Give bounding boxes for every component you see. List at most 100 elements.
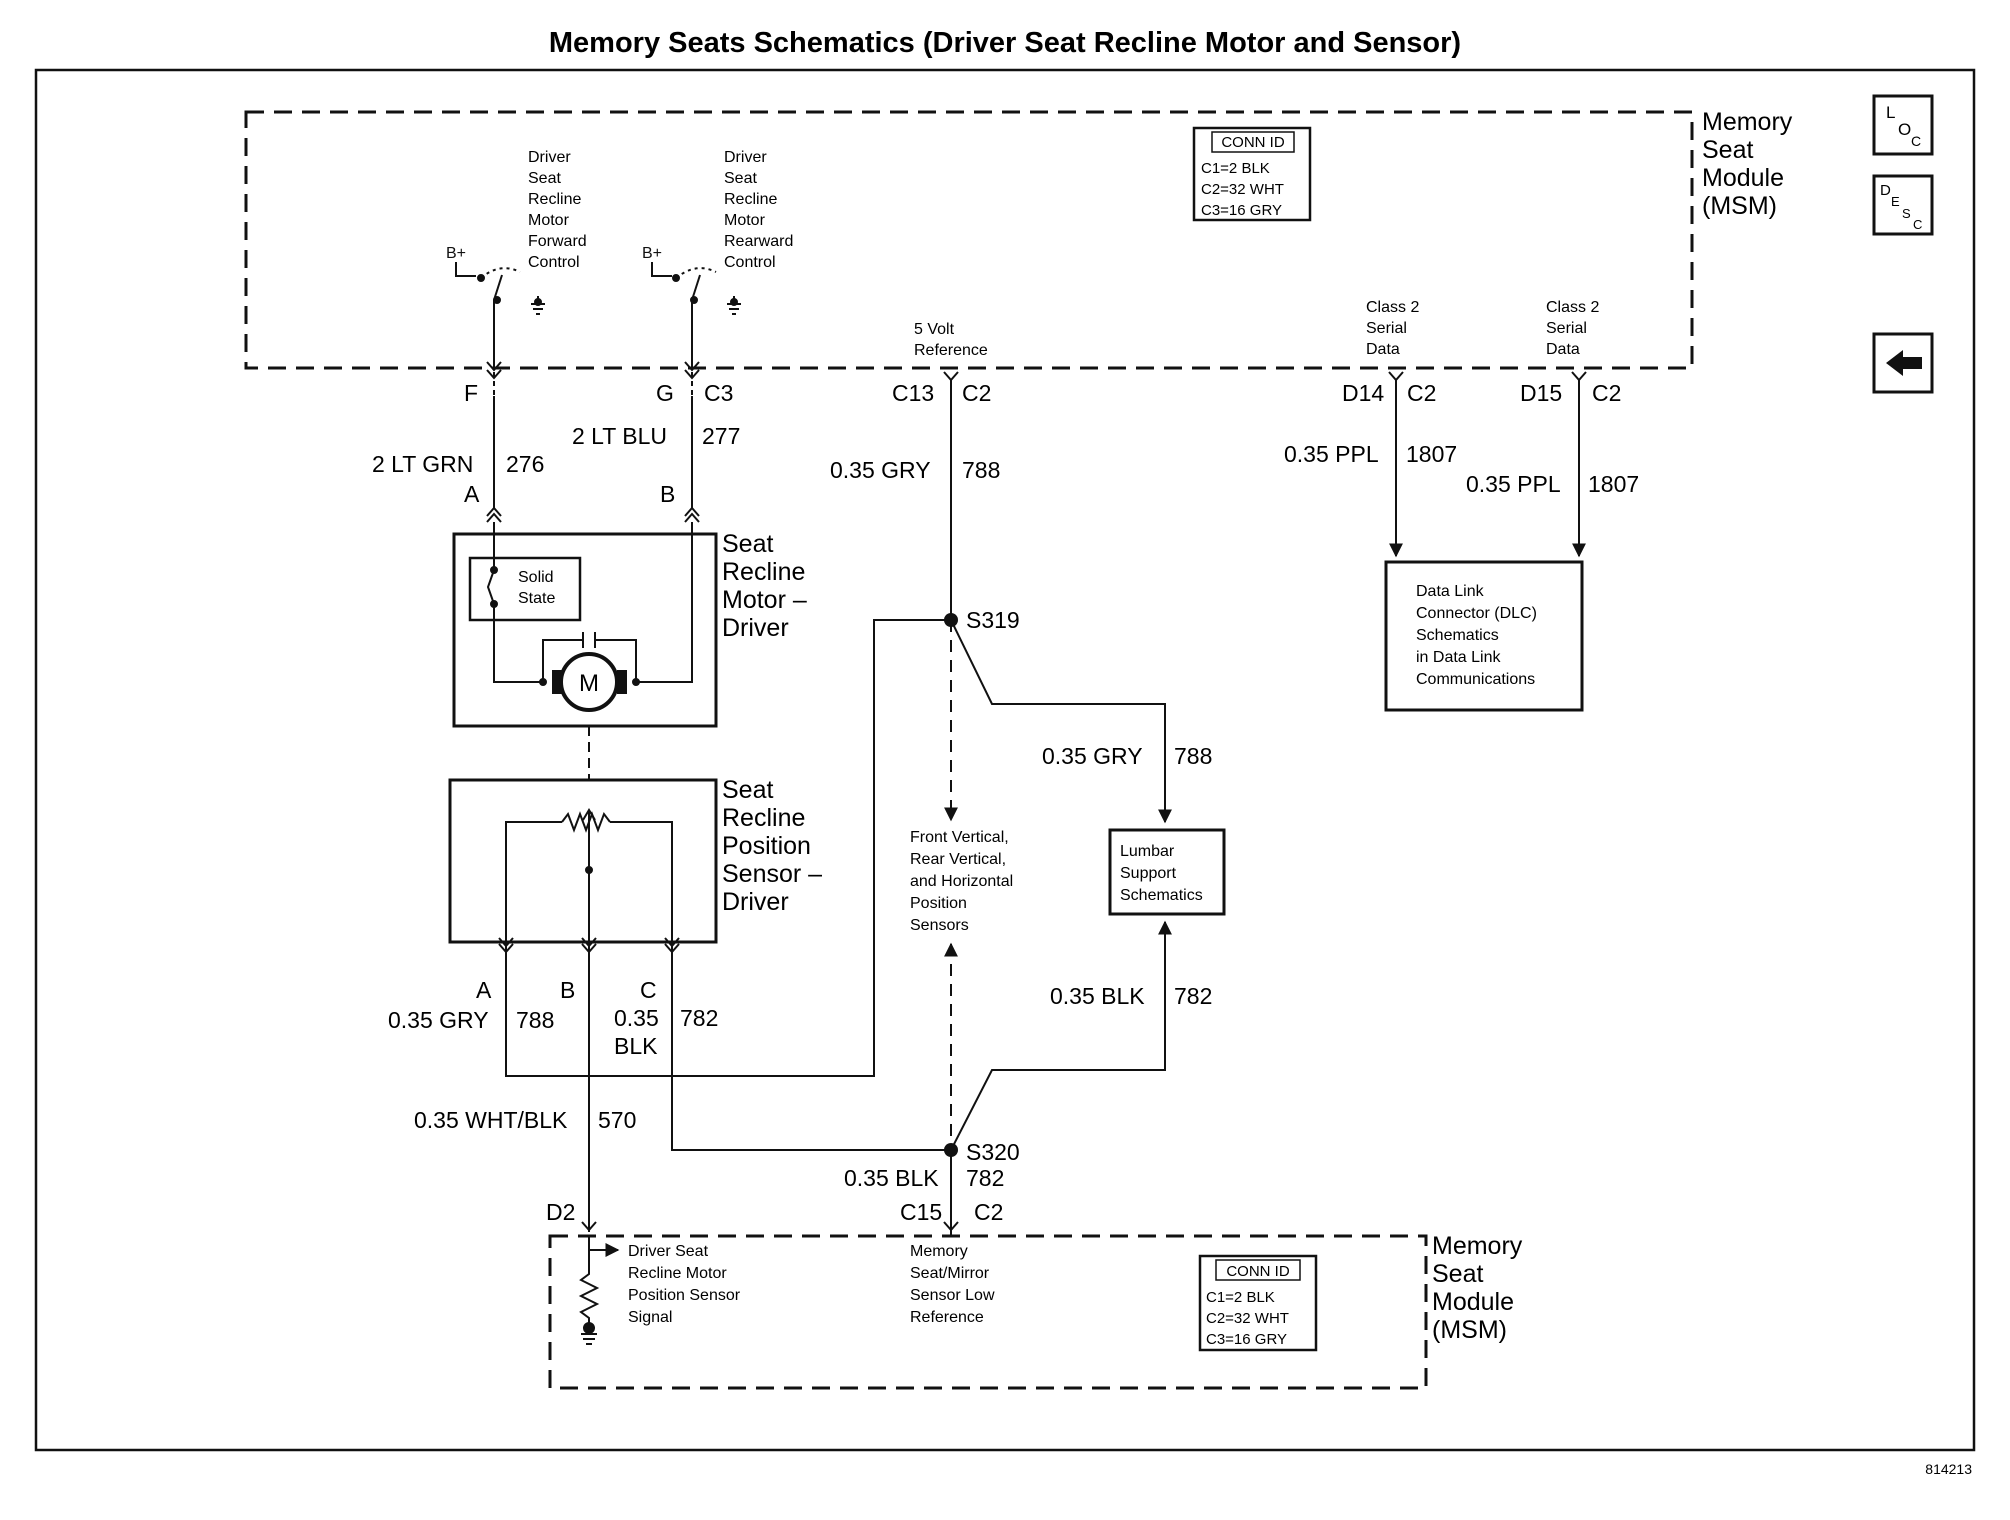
splice-s319: S319	[944, 607, 1020, 633]
pin-c2-bottom: C2	[974, 1199, 1003, 1225]
wire-1807-color-2: 0.35 PPL	[1466, 471, 1561, 497]
seat-recline-motor: Solid State M	[452, 532, 718, 728]
msm-bottom-internal	[578, 1230, 952, 1345]
pin-labels: F G C3 C13 C2 D14 C2 D15 C2 A B A B C D2…	[464, 380, 1621, 1225]
wire-277-color: 2 LT BLU	[572, 423, 667, 449]
rearward-control-label: Driver Seat Recline Motor Rearward Contr…	[724, 149, 798, 271]
svg-text:S319: S319	[966, 607, 1020, 633]
class2-serial-data-label-1: Class 2 Serial Data	[1366, 299, 1424, 358]
wire-1807-circuit-1: 1807	[1406, 441, 1457, 467]
svg-text:C2=32 WHT: C2=32 WHT	[1201, 181, 1284, 198]
wire-276-circuit: 276	[506, 451, 544, 477]
desc-letter-c: C	[1913, 217, 1922, 232]
wire-782-lumbar-circuit: 782	[1174, 983, 1212, 1009]
motor-symbol-icon	[559, 652, 619, 712]
seat-recline-sensor-label: Seat Recline Position Sensor – Driver	[722, 776, 829, 916]
wire-277-circuit: 277	[702, 423, 740, 449]
msm-top-conn-id: CONN ID C1=2 BLK C2=32 WHT C3=16 GRY	[1192, 126, 1312, 222]
pin-c15: C15	[900, 1199, 942, 1225]
back-button[interactable]	[1872, 332, 1934, 394]
class2-serial-data-label-2: Class 2 Serial Data	[1546, 299, 1604, 358]
wire-788-circuit: 788	[962, 457, 1000, 483]
loc-button[interactable]: L O C	[1872, 94, 1934, 156]
pin-c2-d15: C2	[1592, 380, 1621, 406]
pin-c13: C13	[892, 380, 934, 406]
sensor-signal-label: Driver Seat Recline Motor Position Senso…	[628, 1243, 745, 1326]
wire-788-lumbar-circuit: 788	[1174, 743, 1212, 769]
wire-labels: 2 LT GRN 276 2 LT BLU 277 0.35 GRY 788 0…	[372, 423, 1639, 1191]
wire-788-lumbar-color: 0.35 GRY	[1042, 743, 1143, 769]
loc-letter-l: L	[1886, 103, 1895, 122]
pin-f: F	[464, 380, 478, 406]
diagram-title: Memory Seats Schematics (Driver Seat Rec…	[549, 27, 1461, 59]
desc-button[interactable]: D E S C	[1872, 174, 1934, 236]
svg-text:C2=32 WHT: C2=32 WHT	[1206, 1310, 1289, 1327]
desc-letter-e: E	[1891, 194, 1900, 209]
pin-motor-b: B	[660, 481, 675, 507]
svg-text:Lumbar Support Sch: Lumbar Support Schematics	[1120, 843, 1203, 904]
msm-bottom-name: Memory Seat Module (MSM)	[1432, 1232, 1529, 1344]
seat-recline-position-sensor	[448, 778, 718, 944]
five-volt-reference-label: 5 Volt Reference	[914, 321, 988, 359]
pin-d15: D15	[1520, 380, 1562, 406]
pin-c2-d14: C2	[1407, 380, 1436, 406]
svg-text:CONN ID: CONN ID	[1221, 134, 1285, 151]
pin-sensor-c: C	[640, 977, 657, 1003]
wire-276-color: 2 LT GRN	[372, 451, 473, 477]
svg-text:S320: S320	[966, 1139, 1020, 1165]
wire-782-bottom-circuit: 782	[966, 1165, 1004, 1191]
position-sensors-reference[interactable]: Front Vertical, Rear Vertical, and Horiz…	[910, 829, 1018, 934]
motor-m-label: M	[579, 670, 599, 697]
wire-570-circuit: 570	[598, 1107, 636, 1133]
figure-id: 814213	[1925, 1461, 1972, 1477]
wire-782-lumbar-color: 0.35 BLK	[1050, 983, 1145, 1009]
wiring	[486, 361, 1587, 1232]
solid-state-box	[468, 556, 582, 622]
wire-782-bottom-color: 0.35 BLK	[844, 1165, 939, 1191]
wire-1807-color-1: 0.35 PPL	[1284, 441, 1379, 467]
loc-letter-o: O	[1898, 120, 1911, 139]
sensor-low-reference-label: Memory Seat/Mirror Sensor Low Reference	[910, 1243, 999, 1326]
pin-motor-a: A	[464, 481, 480, 507]
svg-text:Data Link Connector (DLC: Data Link Connector (DLC) Schematics in …	[1416, 583, 1541, 688]
svg-text:C3=16 GRY: C3=16 GRY	[1201, 202, 1282, 219]
pin-d14: D14	[1342, 380, 1384, 406]
lumbar-support-reference[interactable]: Lumbar Support Schematics	[1108, 828, 1226, 916]
loc-letter-c: C	[1911, 133, 1921, 149]
msm-top-name: Memory Seat Module (MSM)	[1702, 108, 1799, 220]
desc-letter-d: D	[1880, 182, 1891, 199]
wire-1807-circuit-2: 1807	[1588, 471, 1639, 497]
msm-bottom-conn-id: CONN ID C1=2 BLK C2=32 WHT C3=16 GRY	[1198, 1254, 1318, 1352]
svg-text:C1=2 BLK: C1=2 BLK	[1201, 160, 1270, 177]
pin-sensor-a: A	[476, 977, 492, 1003]
wire-788-color: 0.35 GRY	[830, 457, 931, 483]
svg-text:C3=16 GRY: C3=16 GRY	[1206, 1331, 1287, 1348]
desc-letter-s: S	[1902, 206, 1911, 221]
seat-recline-motor-label: Seat Recline Motor – Driver	[722, 530, 814, 642]
bplus-label-rearward: B+	[642, 245, 662, 262]
sensor-a-wire-color: 0.35 GRY	[388, 1007, 489, 1033]
sensor-c-wire-circuit: 782	[680, 1005, 718, 1031]
forward-control-relay: B+	[446, 245, 545, 368]
pin-sensor-b: B	[560, 977, 575, 1003]
solid-state-label: Solid State	[518, 569, 558, 607]
sensor-c-wire-color-2: BLK	[614, 1033, 658, 1059]
pin-d2: D2	[546, 1199, 575, 1225]
outer-frame	[34, 68, 1976, 1452]
rearward-control-relay: B+	[642, 245, 741, 368]
sensor-c-wire-color-1: 0.35	[614, 1005, 659, 1031]
pin-c3: C3	[704, 380, 733, 406]
splice-s320: S320	[944, 1139, 1020, 1165]
msm-bottom-boundary	[548, 1234, 1428, 1390]
svg-text:C1=2 BLK: C1=2 BLK	[1206, 1289, 1275, 1306]
back-arrow-icon	[1886, 350, 1922, 376]
dlc-reference[interactable]: Data Link Connector (DLC) Schematics in …	[1384, 560, 1584, 712]
msm-top-boundary	[244, 110, 1694, 370]
pin-g: G	[656, 380, 674, 406]
bplus-label-forward: B+	[446, 245, 466, 262]
svg-text:CONN ID: CONN ID	[1226, 1263, 1290, 1280]
sensor-a-wire-circuit: 788	[516, 1007, 554, 1033]
wire-570-color: 0.35 WHT/BLK	[414, 1107, 568, 1133]
pin-c2-ref: C2	[962, 380, 991, 406]
